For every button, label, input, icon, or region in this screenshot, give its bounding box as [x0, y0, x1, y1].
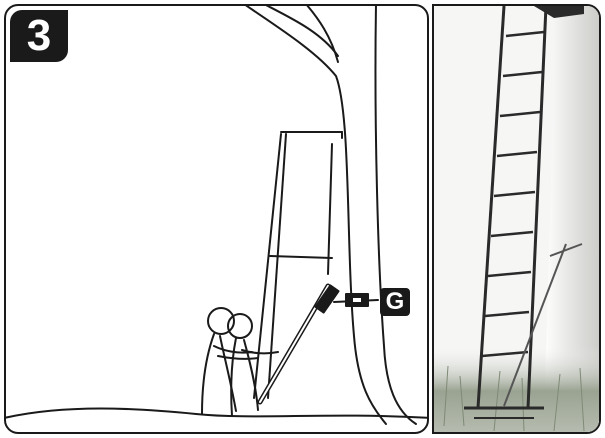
photo-ladder-rail-right [526, 6, 548, 409]
person-head [207, 307, 235, 335]
photo-panel [432, 4, 601, 434]
ground-line [6, 407, 427, 419]
tree-trunk-right [374, 6, 417, 425]
illustration-panel: 3 G [4, 4, 429, 434]
photo-platform [534, 6, 584, 18]
callout-label-g: G [380, 288, 410, 316]
tree-branch-2 [306, 6, 339, 63]
photo-grass [434, 346, 599, 432]
ladder-install-drawing [6, 6, 427, 425]
brace-bracket [314, 284, 340, 314]
step-number-badge: 3 [10, 10, 68, 62]
person-head-2 [227, 313, 253, 339]
tree-trunk [245, 6, 387, 425]
ladder-rung-mid [269, 255, 333, 259]
ladder-photo [434, 6, 599, 432]
photo-tree-trunk [544, 6, 599, 432]
person-body-2 [230, 337, 279, 417]
photo-ladder-rail-left [476, 6, 506, 409]
person-body [201, 333, 259, 415]
photo-support-pole [503, 243, 567, 407]
tree-branch [265, 6, 339, 57]
